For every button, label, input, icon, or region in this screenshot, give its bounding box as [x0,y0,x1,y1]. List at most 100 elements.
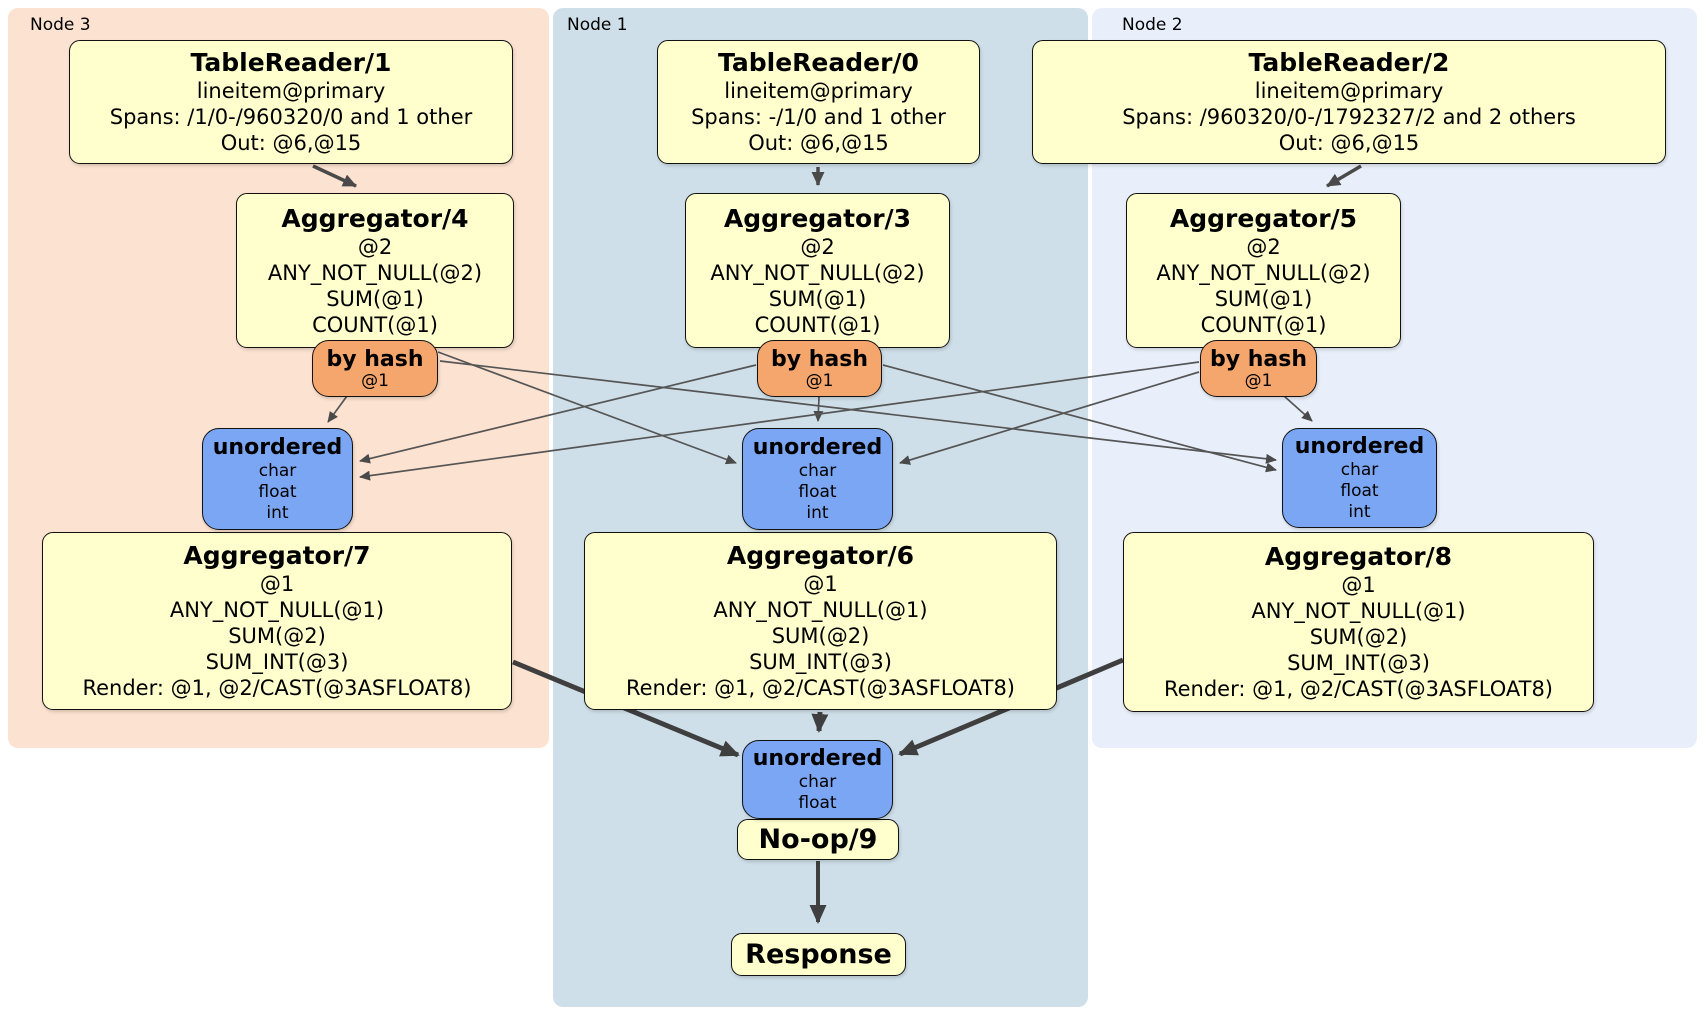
node-detail: @2 [800,234,835,259]
node-detail: @1 [1341,573,1376,597]
aggregator-5-node: Aggregator/5 @2 ANY_NOT_NULL(@2) SUM(@1)… [1126,193,1401,348]
node-detail: SUM(@1) [1214,286,1313,311]
node-title: Aggregator/6 [726,541,915,570]
aggregator-6-node: Aggregator/6 @1 ANY_NOT_NULL(@1) SUM(@2)… [584,532,1057,710]
edge-bh2-un1 [899,371,1200,465]
node-detail: Spans: /960320/0-/1792327/2 and 2 others [1122,105,1576,129]
node-detail: COUNT(@1) [1200,312,1327,337]
sync-type: int [806,502,829,523]
node-detail: COUNT(@1) [754,312,881,337]
node-title: TableReader/2 [1248,48,1450,77]
node-title: Aggregator/7 [183,541,371,570]
node-detail: @1 [259,572,295,596]
node-detail: SUM(@2) [1309,625,1408,649]
sync-type: int [1348,501,1371,522]
node-detail: Out: @6,@15 [220,131,362,155]
router-title: by hash [770,346,868,372]
node-title: No-op/9 [758,823,878,855]
node-detail: ANY_NOT_NULL(@2) [1156,260,1371,285]
sync-type: float [1340,480,1379,501]
aggregator-3-node: Aggregator/3 @2 ANY_NOT_NULL(@2) SUM(@1)… [685,193,950,348]
node-detail: ANY_NOT_NULL(@1) [713,598,928,622]
sync-title: unordered [752,745,883,771]
sync-type: char [798,460,837,481]
tablereader-1-node: TableReader/1 lineitem@primary Spans: /1… [69,40,513,164]
unordered-sync-node1: unordered char float int [742,428,893,530]
hash-router-node2: by hash @1 [1200,340,1317,397]
node-detail: ANY_NOT_NULL(@2) [710,260,925,285]
unordered-sync-final: unordered char float [742,740,893,819]
node-title: Aggregator/8 [1264,542,1453,571]
panel-node2-label: Node 2 [1122,15,1183,35]
node-detail: SUM(@1) [326,286,424,311]
node-detail: ANY_NOT_NULL(@2) [267,260,483,285]
node-detail: SUM(@1) [768,286,867,311]
panel-node3-label: Node 3 [30,15,91,35]
node-title: Aggregator/3 [723,203,912,233]
node-detail: SUM_INT(@3) [749,650,892,674]
node-title: Aggregator/5 [1169,203,1358,233]
hash-router-node3: by hash @1 [312,340,438,397]
node-detail: Spans: -/1/0 and 1 other [691,105,946,129]
router-title: by hash [1209,346,1307,372]
node-detail: Spans: /1/0-/960320/0 and 1 other [109,105,473,129]
sync-title: unordered [212,434,343,460]
node-detail: Out: @6,@15 [1278,131,1420,155]
sync-type: float [258,481,297,502]
tr-to-agg-edges [312,164,1362,188]
node-detail: @1 [803,572,838,596]
node-detail: @2 [357,234,393,259]
tablereader-2-node: TableReader/2 lineitem@primary Spans: /9… [1032,40,1666,164]
panel-node1-label: Node 1 [567,15,628,35]
router-key: @1 [361,370,389,391]
aggregator-7-node: Aggregator/7 @1 ANY_NOT_NULL(@1) SUM(@2)… [42,532,512,710]
sync-title: unordered [752,434,883,460]
node-title: Response [745,938,892,970]
tablereader-0-node: TableReader/0 lineitem@primary Spans: -/… [657,40,980,164]
node-detail: ANY_NOT_NULL(@1) [1251,599,1466,623]
node-title: TableReader/1 [190,48,392,77]
edge-bh1-un2 [882,364,1277,473]
aggregator-8-node: Aggregator/8 @1 ANY_NOT_NULL(@1) SUM(@2)… [1123,532,1594,712]
sync-title: unordered [1294,433,1425,459]
edge-bh3-un2 [439,360,1277,464]
node-title: Aggregator/4 [281,203,469,233]
response-node: Response [731,933,906,976]
node-detail: COUNT(@1) [312,312,438,337]
node-detail: SUM(@2) [771,624,870,648]
edge-bh1-un1 [813,396,824,422]
edge-tr2-agg5 [1326,164,1362,188]
node-detail: Render: @1, @2/CAST(@3ASFLOAT8) [625,676,1016,700]
node-detail: ANY_NOT_NULL(@1) [169,598,385,622]
unordered-sync-node2: unordered char float int [1282,428,1437,528]
router-title: by hash [326,346,424,372]
sync-type: float [798,481,837,502]
edge-tr1-agg4 [312,164,357,188]
noop-9-node: No-op/9 [737,819,899,860]
router-key: @1 [805,370,834,391]
node-detail: @2 [1246,234,1281,259]
edge-agg6-unf [811,711,829,733]
node-detail: lineitem@primary [1254,79,1444,103]
edge-bh2-un2 [1283,395,1313,422]
router-key: @1 [1244,370,1273,391]
node-detail: Render: @1, @2/CAST(@3ASFLOAT8) [1163,677,1554,701]
node-detail: SUM_INT(@3) [205,650,349,674]
hash-router-node1: by hash @1 [757,340,882,397]
sync-type: int [266,502,289,523]
sync-type: char [798,771,837,792]
edge-bh3-un3 [327,395,348,423]
node-detail: lineitem@primary [724,79,913,103]
node-title: TableReader/0 [718,48,919,77]
node-detail: lineitem@primary [196,79,386,103]
node-detail: SUM_INT(@3) [1287,651,1430,675]
node-detail: Out: @6,@15 [748,131,889,155]
edge-bh3-un1 [437,351,737,465]
router-to-sync-edges [327,351,1313,481]
aggregator-4-node: Aggregator/4 @2 ANY_NOT_NULL(@2) SUM(@1)… [236,193,514,348]
node-detail: SUM(@2) [228,624,326,648]
sync-type: char [258,460,297,481]
sync-type: float [798,792,837,813]
edge-bh2-un3 [359,361,1200,481]
